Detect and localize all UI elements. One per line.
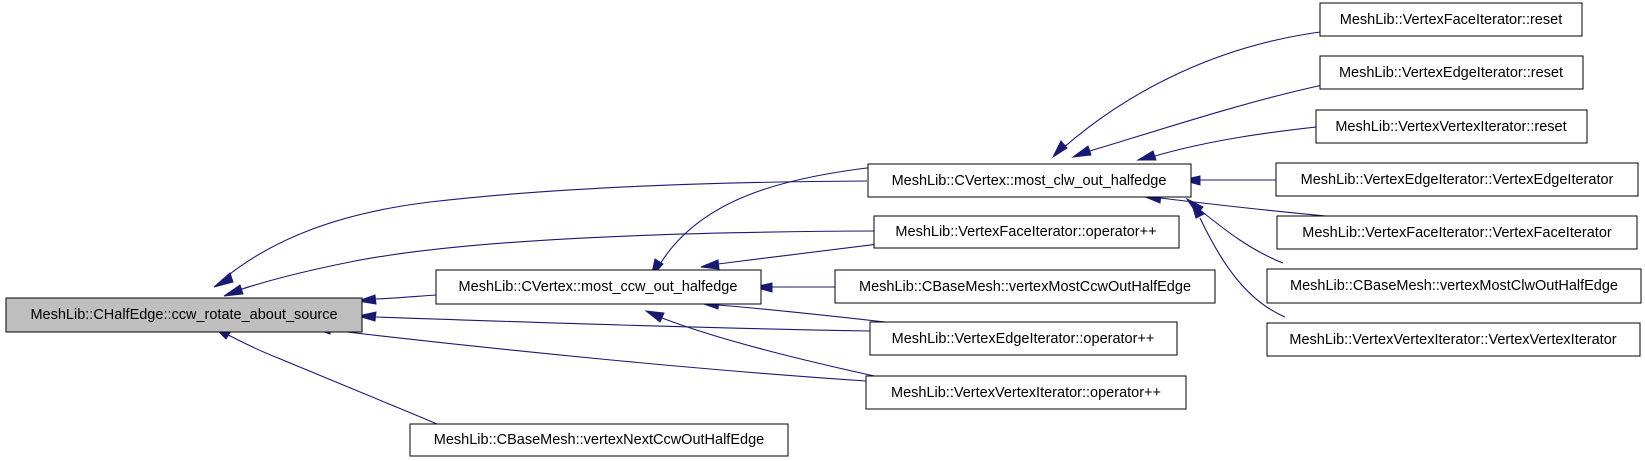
- node-vvi-ctor-label: MeshLib::VertexVertexIterator::VertexVer…: [1289, 332, 1616, 348]
- node-root[interactable]: MeshLib::CHalfEdge::ccw_rotate_about_sou…: [5, 297, 363, 333]
- node-vmostccw-label: MeshLib::CBaseMesh::vertexMostCcwOutHalf…: [859, 279, 1191, 295]
- edge-vei-ctor-to-most-clw: [1181, 175, 1276, 186]
- node-vmostccw[interactable]: MeshLib::CBaseMesh::vertexMostCcwOutHalf…: [834, 269, 1216, 304]
- edge-vmostclw-to-most-clw: [1185, 197, 1284, 264]
- node-vfi-reset[interactable]: MeshLib::VertexFaceIterator::reset: [1319, 2, 1583, 37]
- node-vei-op[interactable]: MeshLib::VertexEdgeIterator::operator++: [869, 321, 1178, 356]
- node-vei-reset[interactable]: MeshLib::VertexEdgeIterator::reset: [1319, 55, 1584, 90]
- edge-vei-reset-to-most-clw: [1071, 82, 1333, 158]
- node-vei-ctor-label: MeshLib::VertexEdgeIterator::VertexEdgeI…: [1301, 172, 1614, 188]
- node-vfi-ctor[interactable]: MeshLib::VertexFaceIterator::VertexFaceI…: [1276, 215, 1638, 250]
- edge-vmostccw-to-most-ccw: [753, 282, 835, 293]
- node-vei-op-label: MeshLib::VertexEdgeIterator::operator++: [892, 331, 1155, 347]
- edge-most-ccw-to-root: [357, 294, 437, 305]
- node-vei-reset-label: MeshLib::VertexEdgeIterator::reset: [1339, 65, 1563, 81]
- edge-vnext-to-root: [212, 326, 438, 425]
- node-most-ccw[interactable]: MeshLib::CVertex::most_ccw_out_halfedge: [435, 269, 762, 305]
- node-root-label: MeshLib::CHalfEdge::ccw_rotate_about_sou…: [30, 307, 337, 323]
- node-vnext[interactable]: MeshLib::CBaseMesh::vertexNextCcwOutHalf…: [409, 423, 789, 457]
- node-vfi-reset-label: MeshLib::VertexFaceIterator::reset: [1340, 12, 1562, 28]
- node-vfi-op[interactable]: MeshLib::VertexFaceIterator::operator++: [873, 215, 1180, 249]
- node-vmostclw-label: MeshLib::CBaseMesh::vertexMostClwOutHalf…: [1290, 278, 1618, 294]
- node-vvi-op[interactable]: MeshLib::VertexVertexIterator::operator+…: [865, 375, 1187, 410]
- node-most-clw[interactable]: MeshLib::CVertex::most_clw_out_halfedge: [867, 163, 1192, 198]
- edge-most-clw-to-root: [213, 180, 868, 288]
- edge-vei-op-to-root: [357, 311, 871, 332]
- edge-most-ccw-to-most-clw: [650, 166, 876, 279]
- node-vvi-ctor[interactable]: MeshLib::VertexVertexIterator::VertexVer…: [1266, 322, 1641, 357]
- nodes: MeshLib::CHalfEdge::ccw_rotate_about_sou…: [5, 2, 1642, 457]
- node-vvi-reset[interactable]: MeshLib::VertexVertexIterator::reset: [1315, 109, 1588, 144]
- edge-vvi-op-to-most-ccw: [644, 310, 898, 382]
- edge-vvi-reset-to-most-clw: [1136, 125, 1326, 161]
- node-vei-ctor[interactable]: MeshLib::VertexEdgeIterator::VertexEdgeI…: [1275, 162, 1639, 197]
- edge-vfi-op-to-root: [223, 230, 875, 297]
- node-vnext-label: MeshLib::CBaseMesh::vertexNextCcwOutHalf…: [434, 432, 764, 448]
- node-vfi-op-label: MeshLib::VertexFaceIterator::operator++: [895, 224, 1156, 240]
- node-vmostclw[interactable]: MeshLib::CBaseMesh::vertexMostClwOutHalf…: [1266, 268, 1642, 304]
- node-vvi-op-label: MeshLib::VertexVertexIterator::operator+…: [891, 385, 1161, 401]
- node-vfi-ctor-label: MeshLib::VertexFaceIterator::VertexFaceI…: [1302, 225, 1612, 241]
- node-most-ccw-label: MeshLib::CVertex::most_ccw_out_halfedge: [459, 279, 738, 295]
- edge-vfi-reset-to-most-clw: [1051, 30, 1329, 159]
- edge-vvi-ctor-to-most-clw: [1190, 200, 1286, 318]
- edge-vfi-op-to-most-ccw: [700, 240, 904, 270]
- edge-vvi-op-to-root: [312, 324, 867, 382]
- node-most-clw-label: MeshLib::CVertex::most_clw_out_halfedge: [892, 173, 1167, 189]
- node-vvi-reset-label: MeshLib::VertexVertexIterator::reset: [1335, 119, 1566, 135]
